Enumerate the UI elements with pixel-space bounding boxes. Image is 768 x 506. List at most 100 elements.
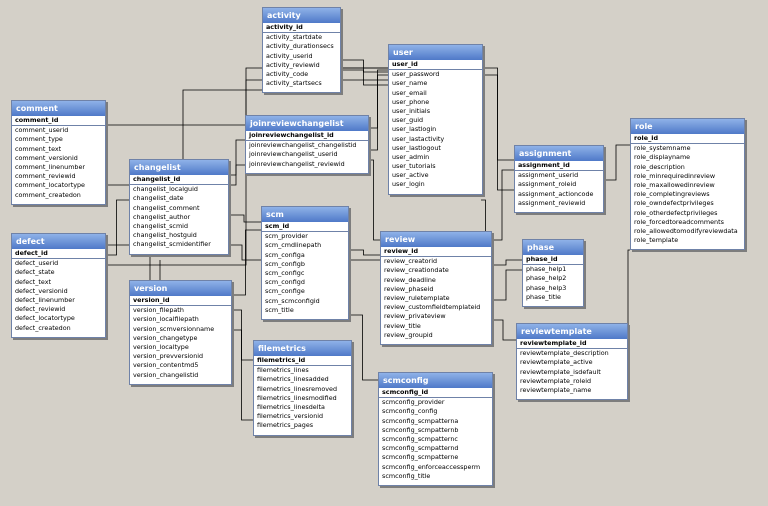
table-field[interactable]: scm_configd [265, 278, 305, 287]
table-field[interactable]: defect_text [15, 277, 51, 286]
table-field[interactable]: changelist_localguid [133, 185, 198, 194]
table-field[interactable]: comment_createdon [15, 190, 81, 199]
table-field[interactable]: scm_configc [265, 268, 305, 277]
table-field[interactable]: user_password [392, 70, 440, 79]
table-field[interactable]: phase_help1 [526, 265, 567, 274]
table-field[interactable]: changelist_hostguid [133, 231, 197, 240]
table-field[interactable]: role_description [634, 162, 685, 171]
table-field[interactable]: joinreviewchangelist_changelistid [249, 141, 357, 150]
primary-key-field[interactable]: filemetrics_id [257, 356, 306, 364]
table-field[interactable]: filemetrics_linesadded [257, 375, 329, 384]
table-field[interactable]: user_phone [392, 97, 430, 106]
table-title[interactable]: phase [523, 240, 583, 255]
table-field[interactable]: user_lastlogout [392, 143, 441, 152]
table-field[interactable]: activity_startsecs [266, 79, 322, 88]
table-field[interactable]: user_lastactivity [392, 134, 445, 143]
table-field[interactable]: filemetrics_pages [257, 421, 314, 430]
table-title[interactable]: activity [263, 8, 340, 23]
table-title[interactable]: version [130, 281, 231, 296]
table-field[interactable]: scmconfig_provider [382, 398, 445, 407]
table-field[interactable]: scm_configa [265, 250, 305, 259]
table-field[interactable]: filemetrics_linesmodified [257, 393, 337, 402]
table-field[interactable]: version_prevversionid [133, 352, 204, 361]
table-field[interactable]: scmconfig_scmpatterne [382, 453, 459, 462]
table-field[interactable]: version_scmversionname [133, 324, 215, 333]
table-field[interactable]: user_active [392, 171, 429, 180]
table-field[interactable]: defect_linenumber [15, 295, 75, 304]
table-field[interactable]: user_name [392, 79, 428, 88]
table-field[interactable]: filemetrics_linesremoved [257, 384, 338, 393]
table-field[interactable]: role_owndefectprivileges [634, 199, 714, 208]
primary-key-field[interactable]: user_id [392, 60, 418, 68]
table-field[interactable]: scmconfig_config [382, 407, 438, 416]
table-field[interactable]: activity_durationsecs [266, 42, 334, 51]
primary-key-field[interactable]: scm_id [265, 222, 290, 230]
primary-key-field[interactable]: review_id [384, 247, 419, 255]
table-field[interactable]: review_ruletemplate [384, 293, 450, 302]
table-field[interactable]: scm_provider [265, 232, 308, 241]
table-field[interactable]: version_changelistid [133, 370, 199, 379]
table-field[interactable]: scm_cmdlinepath [265, 241, 322, 250]
table-field[interactable]: user_admin [392, 152, 430, 161]
table-field[interactable]: assignment_actioncode [518, 189, 594, 198]
table-field[interactable]: changelist_author [133, 212, 191, 221]
primary-key-field[interactable]: reviewtemplate_id [520, 339, 587, 347]
table-field[interactable]: role_completingreviews [634, 190, 710, 199]
table-field[interactable]: version_changetype [133, 333, 198, 342]
table-field[interactable]: assignment_roleid [518, 180, 577, 189]
primary-key-field[interactable]: comment_id [15, 116, 59, 124]
table-title[interactable]: role [631, 119, 744, 134]
table-field[interactable]: comment_reviewid [15, 172, 76, 181]
table-field[interactable]: comment_locatortype [15, 181, 85, 190]
table-title[interactable]: defect [12, 234, 105, 249]
table-field[interactable]: defect_state [15, 268, 55, 277]
table-field[interactable]: review_creationdate [384, 266, 449, 275]
table-field[interactable]: scmconfig_scmpatternb [382, 425, 459, 434]
table-field[interactable]: joinreviewchangelist_reviewid [249, 159, 345, 168]
table-field[interactable]: role_displayname [634, 153, 691, 162]
primary-key-field[interactable]: assignment_id [518, 161, 570, 169]
table-title[interactable]: user [389, 45, 482, 60]
table-field[interactable]: reviewtemplate_roleid [520, 376, 592, 385]
table-field[interactable]: assignment_reviewid [518, 198, 586, 207]
table-field[interactable]: role_otherdefectprivileges [634, 208, 718, 217]
table-title[interactable]: review [381, 232, 491, 247]
table-field[interactable]: joinreviewchangelist_userid [249, 150, 338, 159]
table-field[interactable]: changelist_date [133, 194, 184, 203]
table-field[interactable]: review_title [384, 321, 421, 330]
table-field[interactable]: defect_userid [15, 259, 59, 268]
table-field[interactable]: reviewtemplate_description [520, 349, 609, 358]
table-field[interactable]: review_groupid [384, 330, 433, 339]
table-field[interactable]: activity_code [266, 69, 309, 78]
table-field[interactable]: role_systemname [634, 144, 691, 153]
table-field[interactable]: phase_help2 [526, 274, 567, 283]
table-title[interactable]: comment [12, 101, 105, 116]
table-field[interactable]: version_localfilepath [133, 315, 199, 324]
table-field[interactable]: scmconfig_enforceaccessperm [382, 462, 481, 471]
table-field[interactable]: defect_reviewid [15, 305, 66, 314]
table-field[interactable]: comment_linenumber [15, 162, 86, 171]
table-field[interactable]: role_maxallowedinreview [634, 180, 715, 189]
table-field[interactable]: user_lastlogin [392, 125, 437, 134]
table-field[interactable]: filemetrics_lines [257, 366, 309, 375]
table-field[interactable]: scm_confige [265, 287, 305, 296]
table-field[interactable]: user_email [392, 88, 427, 97]
table-field[interactable]: version_localtype [133, 342, 189, 351]
table-field[interactable]: version_contentmd5 [133, 361, 199, 370]
table-field[interactable]: scmconfig_title [382, 471, 431, 480]
table-title[interactable]: scm [262, 207, 348, 222]
table-field[interactable]: role_allowedtomodifyreviewdata [634, 226, 738, 235]
table-field[interactable]: comment_type [15, 135, 63, 144]
table-title[interactable]: assignment [515, 146, 603, 161]
primary-key-field[interactable]: phase_id [526, 255, 558, 263]
table-field[interactable]: defect_createdon [15, 323, 71, 332]
table-field[interactable]: role_template [634, 236, 679, 245]
primary-key-field[interactable]: defect_id [15, 249, 48, 257]
table-field[interactable]: version_filepath [133, 306, 184, 315]
table-field[interactable]: scmconfig_scmpatternd [382, 444, 459, 453]
primary-key-field[interactable]: scmconfig_id [382, 388, 429, 396]
table-field[interactable]: user_initials [392, 106, 431, 115]
